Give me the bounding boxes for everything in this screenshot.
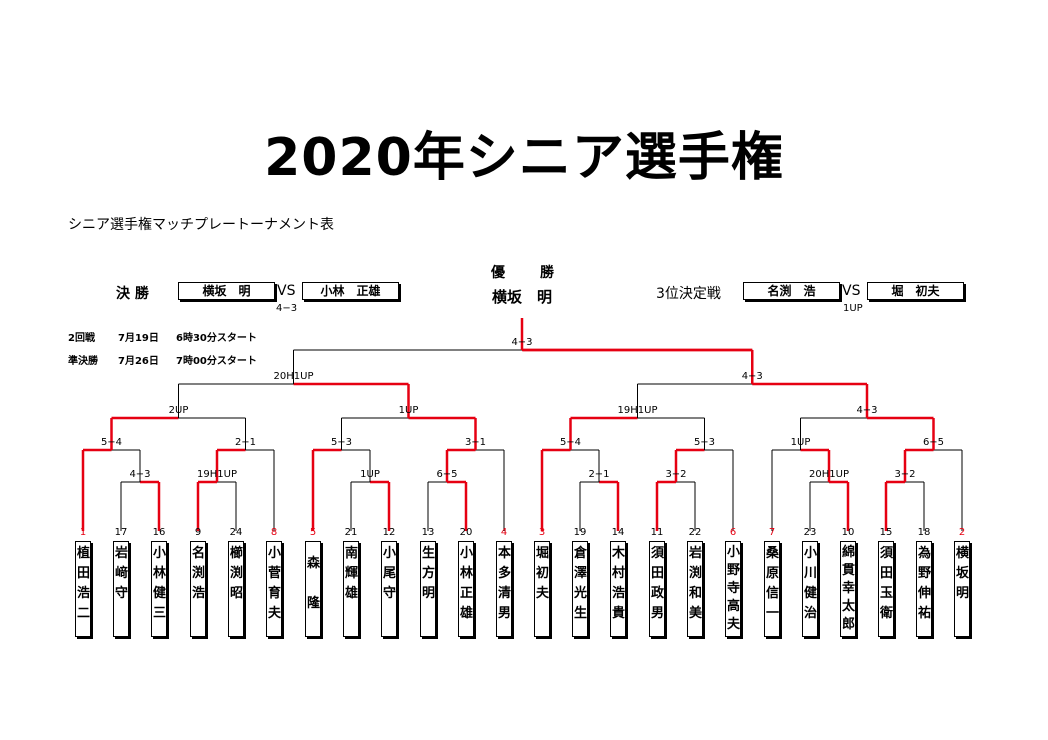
score-r1-2: 1UP <box>360 469 380 480</box>
seed-21: 15 <box>879 527 893 538</box>
final-player-a: 横坂 明 <box>178 282 275 300</box>
schedule-time-1: 6時30分スタート <box>176 333 257 344</box>
player-box-21: 須田玉衛 <box>878 541 894 637</box>
player-box-10: 小林正雄 <box>458 541 474 637</box>
final-vs: VS <box>277 283 296 299</box>
seed-10: 20 <box>459 527 473 538</box>
seed-6: 5 <box>309 527 317 538</box>
seed-8: 12 <box>382 527 396 538</box>
score-r1-0: 4−3 <box>129 469 151 480</box>
score-r2-3: 3−1 <box>464 437 487 448</box>
player-box-18: 桑原信一 <box>764 541 780 637</box>
seed-15: 11 <box>650 527 664 538</box>
champion-name: 横坂 明 <box>492 288 553 306</box>
score-r1-5: 3−2 <box>665 469 687 480</box>
player-box-17: 小野寺高夫 <box>725 541 741 637</box>
seed-7: 21 <box>344 527 358 538</box>
champion-label-1: 優 <box>491 265 505 281</box>
player-box-12: 堀初夫 <box>534 541 550 637</box>
score-final: 4−3 <box>511 337 533 348</box>
third-place-vs: VS <box>842 283 861 299</box>
seed-5: 8 <box>270 527 278 538</box>
score-r1-4: 2−1 <box>588 469 610 480</box>
player-box-11: 本多清男 <box>496 541 512 637</box>
player-box-1: 岩﨑守 <box>113 541 129 637</box>
seed-16: 22 <box>688 527 702 538</box>
third-place-label: 3位決定戦 <box>656 286 721 302</box>
third-place-score: 1UP <box>843 303 863 314</box>
third-place-player-b: 堀 初夫 <box>867 282 964 300</box>
final-label: 決 勝 <box>116 286 149 302</box>
page-subtitle: シニア選手権マッチプレートーナメント表 <box>68 217 334 233</box>
score-r2-1: 2−1 <box>234 437 257 448</box>
score-sf-1: 4−3 <box>741 371 763 382</box>
final-score: 4−3 <box>276 303 298 314</box>
score-r2-4: 5−4 <box>559 437 582 448</box>
seed-22: 18 <box>917 527 931 538</box>
page-title: 2020年シニア選手権 <box>264 128 784 188</box>
player-box-15: 須田政男 <box>649 541 665 637</box>
player-box-5: 小菅育夫 <box>266 541 282 637</box>
schedule-date-2: 7月26日 <box>118 356 159 367</box>
seed-12: 3 <box>538 527 546 538</box>
player-box-0: 植田浩二 <box>75 541 91 637</box>
player-box-16: 岩渕和美 <box>687 541 703 637</box>
player-box-6: 森隆 <box>305 541 321 637</box>
player-box-22: 為野伸祐 <box>916 541 932 637</box>
score-qf-2: 19H1UP <box>617 405 658 416</box>
seed-3: 9 <box>194 527 202 538</box>
player-box-9: 生方明 <box>420 541 436 637</box>
seed-18: 7 <box>768 527 776 538</box>
player-box-20: 綿貫幸太郎 <box>840 541 856 637</box>
score-qf-0: 2UP <box>168 405 189 416</box>
seed-23: 2 <box>958 527 966 538</box>
seed-13: 19 <box>573 527 587 538</box>
score-r2-6: 1UP <box>790 437 811 448</box>
score-r2-7: 6−5 <box>922 437 945 448</box>
champion-label-2: 勝 <box>540 265 554 281</box>
score-r1-1: 19H1UP <box>197 469 237 480</box>
seed-0: 1 <box>79 527 87 538</box>
score-r2-5: 5−3 <box>693 437 716 448</box>
score-r1-7: 3−2 <box>894 469 916 480</box>
schedule-round-1: 2回戦 <box>68 333 95 344</box>
player-box-3: 名渕浩 <box>190 541 206 637</box>
schedule-round-2: 準決勝 <box>68 356 98 367</box>
seed-20: 10 <box>841 527 855 538</box>
seed-17: 6 <box>729 527 737 538</box>
third-place-player-a: 名渕 浩 <box>743 282 840 300</box>
player-box-8: 小尾守 <box>381 541 397 637</box>
seed-9: 13 <box>421 527 435 538</box>
seed-2: 16 <box>152 527 166 538</box>
score-r2-0: 5−4 <box>100 437 123 448</box>
score-sf-0: 20H1UP <box>273 371 314 382</box>
schedule-time-2: 7時00分スタート <box>176 356 257 367</box>
seed-1: 17 <box>114 527 128 538</box>
player-box-7: 南輝雄 <box>343 541 359 637</box>
player-box-13: 倉澤光生 <box>572 541 588 637</box>
player-box-4: 櫛渕昭 <box>228 541 244 637</box>
seed-4: 24 <box>229 527 243 538</box>
final-player-b: 小林 正雄 <box>302 282 399 300</box>
player-box-23: 横坂明 <box>954 541 970 637</box>
score-r1-3: 6−5 <box>436 469 458 480</box>
player-box-2: 小林健三 <box>151 541 167 637</box>
score-qf-3: 4−3 <box>856 405 878 416</box>
seed-11: 4 <box>500 527 508 538</box>
score-r1-6: 20H1UP <box>809 469 849 480</box>
seed-14: 14 <box>611 527 625 538</box>
player-box-19: 小川健治 <box>802 541 818 637</box>
player-box-14: 木村浩貴 <box>610 541 626 637</box>
score-qf-1: 1UP <box>398 405 419 416</box>
score-r2-2: 5−3 <box>330 437 353 448</box>
seed-19: 23 <box>803 527 817 538</box>
schedule-date-1: 7月19日 <box>118 333 159 344</box>
